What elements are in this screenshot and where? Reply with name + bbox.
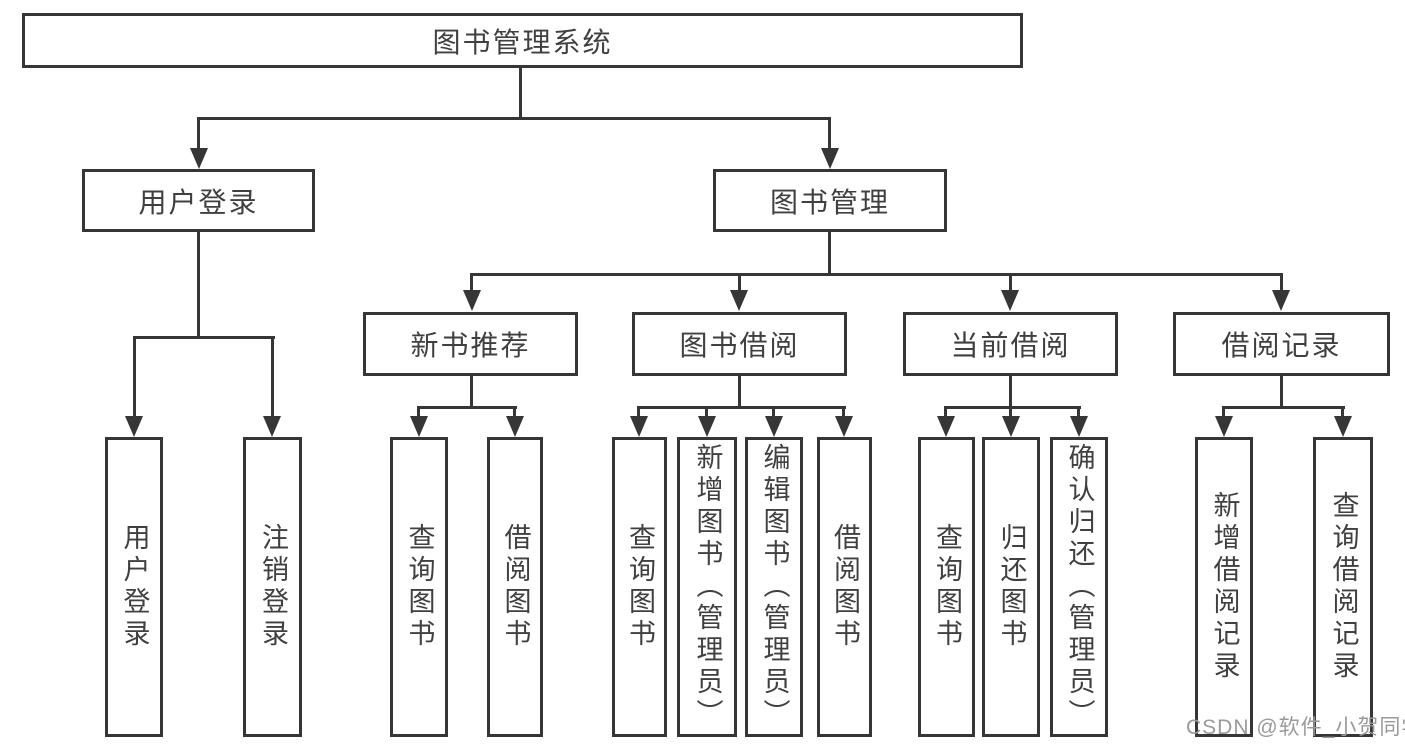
arrow-stem (1077, 406, 1080, 420)
arrowhead-down-icon (835, 416, 853, 437)
leaf-logout: 注销登录 (243, 437, 302, 737)
leaf-query-books-current: 查询图书 (918, 437, 975, 737)
connector-line (1280, 376, 1283, 409)
connector-line (738, 376, 741, 409)
leaf-label: 编辑图书（管理员） (759, 443, 790, 731)
leaf-label: 查询图书 (932, 523, 962, 651)
arrow-stem (738, 273, 741, 294)
arrow-stem (271, 336, 274, 420)
leaf-label: 用户登录 (119, 523, 150, 651)
leaf-label: 归还图书 (996, 523, 1027, 651)
arrow-stem (842, 406, 845, 420)
connector-line (945, 406, 1081, 409)
connector-line (1009, 376, 1012, 409)
arrowhead-down-icon (765, 416, 783, 437)
node-label: 图书借阅 (679, 330, 800, 361)
arrowhead-down-icon (506, 416, 524, 437)
leaf-query-books-borrow: 查询图书 (612, 437, 667, 737)
connector-line (638, 406, 846, 409)
connector-line (519, 68, 522, 120)
node-new-book-recommendation: 新书推荐 (363, 312, 578, 376)
arrow-stem (705, 406, 708, 420)
arrowhead-down-icon (730, 290, 748, 311)
leaf-query-borrow-record: 查询借阅记录 (1313, 437, 1373, 737)
leaf-add-book-admin: 新增图书（管理员） (677, 437, 737, 737)
leaf-label: 查询图书 (404, 523, 435, 651)
leaf-return-book: 归还图书 (982, 437, 1040, 737)
arrowhead-down-icon (190, 148, 208, 169)
connector-line (418, 406, 517, 409)
node-user-login: 用户登录 (82, 169, 315, 232)
arrowhead-down-icon (463, 290, 481, 311)
arrowhead-down-icon (1215, 416, 1233, 437)
leaf-label: 借阅图书 (830, 523, 860, 651)
leaf-label: 确认归还（管理员） (1064, 443, 1095, 731)
connector-line (197, 232, 200, 339)
arrow-stem (513, 406, 516, 420)
connector-line (1223, 406, 1345, 409)
arrowhead-down-icon (125, 416, 143, 437)
leaf-add-borrow-record: 新增借阅记录 (1195, 437, 1253, 737)
leaf-edit-book-admin: 编辑图书（管理员） (745, 437, 803, 737)
node-book-borrowing: 图书借阅 (632, 312, 847, 376)
leaf-label: 注销登录 (258, 523, 288, 651)
leaf-borrow-books: 借阅图书 (817, 437, 872, 737)
arrowhead-down-icon (937, 416, 955, 437)
arrow-stem (637, 406, 640, 420)
arrowhead-down-icon (1334, 416, 1352, 437)
arrowhead-down-icon (410, 416, 428, 437)
arrow-stem (417, 406, 420, 420)
arrowhead-down-icon (1272, 290, 1290, 311)
node-label: 图书管理 (769, 186, 890, 218)
arrow-stem (944, 406, 947, 420)
leaf-label: 查询借阅记录 (1328, 491, 1359, 683)
node-label: 新书推荐 (410, 330, 531, 361)
node-current-borrowing: 当前借阅 (903, 312, 1118, 376)
leaf-label: 借阅图书 (500, 523, 531, 651)
arrow-stem (470, 273, 473, 294)
arrow-stem (772, 406, 775, 420)
connector-line (197, 117, 831, 120)
node-label: 图书管理系统 (432, 26, 613, 58)
arrow-stem (1341, 406, 1344, 420)
connector-line (133, 336, 275, 339)
arrowhead-down-icon (1070, 416, 1088, 437)
node-label: 当前借阅 (950, 330, 1071, 361)
watermark: CSDN @软件_小贺同学 (1186, 716, 1405, 739)
leaf-user-login: 用户登录 (105, 437, 163, 737)
arrowhead-down-icon (698, 416, 716, 437)
connector-line (470, 376, 473, 409)
connector-line (470, 273, 1282, 276)
leaf-label: 新增借阅记录 (1209, 491, 1240, 683)
arrowhead-down-icon (1001, 290, 1019, 311)
node-library-management-system: 图书管理系统 (22, 13, 1023, 68)
arrow-stem (1222, 406, 1225, 420)
node-book-management: 图书管理 (713, 169, 947, 232)
leaf-query-books-recommend: 查询图书 (390, 437, 448, 737)
node-borrowing-records: 借阅记录 (1173, 312, 1390, 376)
node-label: 用户登录 (138, 186, 259, 218)
arrow-stem (1009, 406, 1012, 420)
connector-line (828, 232, 831, 276)
arrowhead-down-icon (821, 148, 839, 169)
leaf-confirm-return-admin: 确认归还（管理员） (1050, 437, 1108, 737)
arrowhead-down-icon (630, 416, 648, 437)
leaf-borrow-books-recommend: 借阅图书 (487, 437, 543, 737)
arrow-stem (133, 336, 136, 420)
node-label: 借阅记录 (1221, 330, 1342, 361)
arrow-stem (1280, 273, 1283, 294)
leaf-label: 新增图书（管理员） (692, 443, 723, 731)
arrow-stem (197, 117, 200, 152)
arrow-stem (1009, 273, 1012, 294)
arrowhead-down-icon (1002, 416, 1020, 437)
arrowhead-down-icon (263, 416, 281, 437)
arrow-stem (828, 117, 831, 152)
leaf-label: 查询图书 (625, 523, 655, 651)
